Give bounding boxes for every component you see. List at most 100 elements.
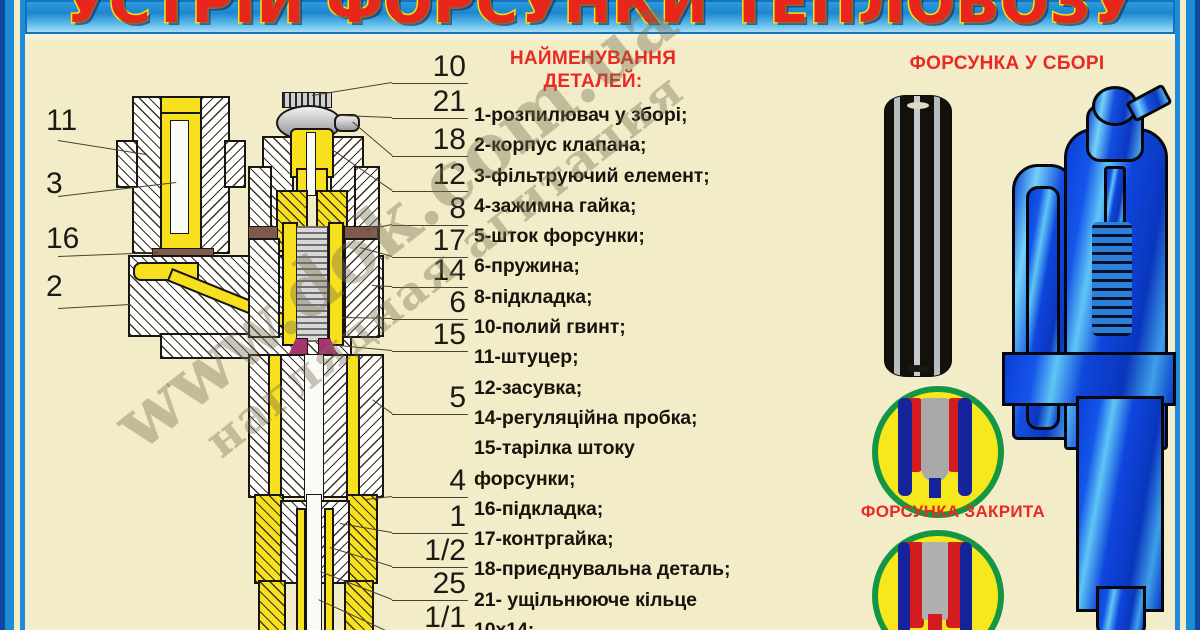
callout-underline-right: [392, 600, 468, 601]
callout-underline-right: [392, 567, 468, 568]
callout-underline-right: [392, 156, 468, 157]
nozzle-open-icon: [898, 542, 972, 630]
filter-bore: [170, 120, 189, 234]
stutser-flange-left: [116, 140, 138, 188]
frame-inner-right: [1175, 0, 1180, 630]
filter-element-photo: [884, 95, 952, 377]
spring-6: [296, 226, 328, 342]
parts-list-item: 8-підкладка;: [474, 285, 593, 308]
parts-list-item: 11-штуцер;: [474, 346, 579, 369]
assembly-spring: [1092, 222, 1132, 336]
parts-list-item: 3-фільтруючий елемент;: [474, 164, 710, 187]
callout-underline-right: [392, 118, 468, 119]
nozzle-open-spray: [928, 614, 942, 630]
parts-list-item: 16-підкладка;: [474, 497, 604, 520]
callout-underline-right: [392, 225, 468, 226]
callout-underline-right: [392, 319, 468, 320]
frame-border-outer-left: [0, 0, 5, 630]
locknut-17-right: [344, 238, 380, 338]
callout-underline-right: [392, 257, 468, 258]
callout-number-right: 14: [432, 254, 466, 287]
callout-number-right: 25: [432, 567, 466, 600]
parts-list-item: 12-засувка;: [474, 376, 583, 399]
nozzle-state-closed-circle: [872, 386, 1004, 518]
locknut-17-left: [248, 238, 280, 338]
nozzle-closed-seat: [929, 478, 941, 498]
frame-inner-left: [20, 0, 25, 630]
callout-number-right: 1: [449, 500, 466, 533]
nozzle-open-body-left: [898, 542, 910, 630]
slide-bore: [306, 132, 316, 196]
parts-list-item: форсунки;: [474, 467, 576, 490]
nozzle-closed-body-right: [958, 398, 972, 496]
parts-list-item: 10x14;: [474, 615, 774, 630]
frame-border-left: [5, 0, 14, 630]
callout-underline-right: [392, 497, 468, 498]
parts-list-item: 14-регуляційна пробка;: [474, 406, 698, 429]
callout-underline-right: [392, 83, 468, 84]
injector-rod-5: [304, 354, 324, 516]
callout-number-right: 4: [449, 464, 466, 497]
parts-list-item: 21- ущільнююче кільце: [474, 588, 697, 611]
callout-number-right: 10: [432, 50, 466, 83]
nozzle-channel-right: [324, 508, 334, 630]
filter-bottom-notch: [907, 365, 929, 372]
needle-rod: [306, 494, 322, 630]
callout-number-right: 1/2: [424, 534, 466, 567]
stutser-flange-right: [224, 140, 246, 188]
fuel-duct-left: [268, 354, 282, 498]
nozzle-state-open-circle: [872, 530, 1004, 630]
parts-list-item: 15-тарілка штоку: [474, 437, 635, 460]
callout-underline-right: [392, 533, 468, 534]
nozzle-closed-label: ФОРСУНКА ЗАКРИТА: [860, 502, 1046, 521]
callout-number-right: 1/1: [424, 601, 466, 630]
assembly-lower-body: [1076, 396, 1164, 612]
parts-list-item: 6-пружина;: [474, 255, 580, 278]
callout-number-right: 12: [432, 158, 466, 191]
nozzle-open-body-right: [960, 542, 972, 630]
parts-list-item: 18-приєднувальна деталь;: [474, 558, 731, 581]
callout-underline-right: [392, 287, 468, 288]
clamp-nut-4-right: [346, 494, 378, 584]
callout-number-right: 17: [432, 224, 466, 257]
nozzle-closed-icon: [898, 398, 972, 502]
parts-list: 1-розпилювач у зборі; 2-корпус клапана; 3-…: [474, 100, 774, 630]
frame-gap-left: [14, 0, 20, 630]
clamp-nut-4-left: [254, 494, 284, 584]
parts-list-item: 2-корпус клапана;: [474, 134, 647, 157]
callout-number-right: 8: [449, 192, 466, 225]
connector-18: [334, 114, 360, 132]
assembly-heading: ФОРСУНКА У СБОРІ: [909, 53, 1105, 74]
nozzle-channel-left: [296, 508, 306, 630]
page-title: УСТРІЙ ФОРСУНКИ ТЕПЛОВОЗУ: [62, 0, 1137, 34]
frame-border-outer-right: [1195, 0, 1200, 630]
nozzle-open-needle: [922, 542, 948, 620]
clamp-nut-skirt-left: [258, 580, 286, 630]
callout-number-left: 2: [46, 270, 63, 303]
callout-number-right: 18: [432, 123, 466, 156]
nozzle-closed-body-left: [898, 398, 912, 496]
frame-border-right: [1186, 0, 1195, 630]
frame-gap-right: [1180, 0, 1186, 630]
callout-number-left: 16: [46, 222, 80, 255]
callout-number-left: 3: [46, 167, 63, 200]
fuel-duct-right: [346, 354, 360, 498]
callout-number-right: 5: [449, 381, 466, 414]
parts-list-heading-line1: НАЙМЕНУВАННЯ: [509, 48, 677, 69]
parts-list-heading-line2: ДЕТАЛЕЙ:: [543, 71, 643, 92]
spring-cavity-right: [328, 222, 344, 346]
filter-top-notch: [907, 102, 929, 109]
parts-list-item: 17-контргайка;: [474, 528, 614, 551]
title-banner: УСТРІЙ ФОРСУНКИ ТЕПЛОВОЗУ: [25, 0, 1175, 34]
callout-underline-right: [392, 414, 468, 415]
callout-number-right: 15: [432, 318, 466, 351]
parts-list-item: 10-полий гвинт;: [474, 316, 626, 339]
adjusting-plug-14-left: [276, 190, 308, 252]
title-banner-underline: [25, 34, 1175, 39]
callout-number-left: 11: [46, 104, 78, 137]
callout-number-right: 6: [449, 286, 466, 319]
parts-list-item: 1-розпилювач у зборі;: [474, 104, 688, 126]
parts-list-item: 4-зажимна гайка;: [474, 194, 637, 217]
callout-underline-right: [392, 191, 468, 192]
